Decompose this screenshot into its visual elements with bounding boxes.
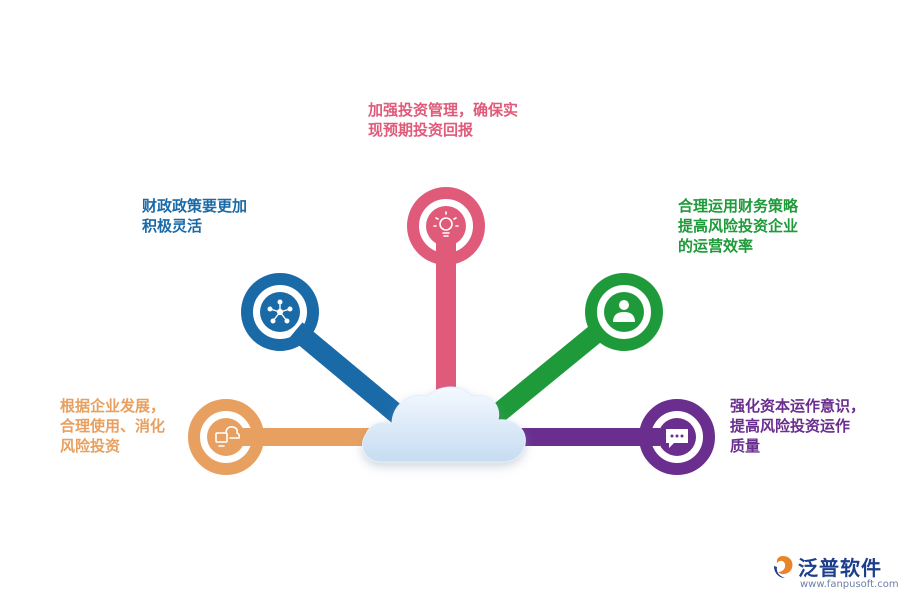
label-green-line-3: 的运营效率 bbox=[678, 237, 754, 255]
node-green bbox=[585, 273, 663, 351]
lightbulb-icon bbox=[433, 211, 459, 237]
label-blue: 财政政策要更加 积极灵活 bbox=[142, 196, 247, 236]
brand-url: www.fanpusoft.com bbox=[800, 579, 899, 590]
label-purple: 强化资本运作意识， 提高风险投资运作 质量 bbox=[730, 396, 865, 456]
node-purple bbox=[639, 399, 715, 475]
label-purple-line-2: 提高风险投资运作 bbox=[730, 417, 851, 435]
label-pink-line-2: 现预期投资回报 bbox=[368, 121, 474, 139]
brand-watermark: 泛普软件 www.fanpusoft.com bbox=[770, 552, 899, 596]
person-icon bbox=[613, 300, 635, 322]
label-green-line-1: 合理运用财务策略 bbox=[678, 197, 799, 215]
cloud-icon bbox=[362, 386, 526, 463]
label-purple-line-1: 强化资本运作意识， bbox=[730, 397, 866, 415]
brand-name: 泛普软件 bbox=[798, 556, 882, 580]
chat-bubble-icon bbox=[666, 429, 688, 448]
label-blue-line-2: 积极灵活 bbox=[142, 217, 203, 235]
label-orange-line-2: 合理使用、消化 bbox=[60, 417, 166, 435]
connectors bbox=[238, 240, 660, 446]
node-orange bbox=[188, 399, 264, 475]
label-pink: 加强投资管理，确保实 现预期投资回报 bbox=[368, 100, 518, 140]
label-orange-line-3: 风险投资 bbox=[60, 437, 121, 455]
label-green-line-2: 提高风险投资企业 bbox=[678, 217, 799, 235]
network-icon bbox=[267, 299, 293, 324]
label-green: 合理运用财务策略 提高风险投资企业 的运营效率 bbox=[678, 196, 798, 256]
connector-green bbox=[483, 322, 607, 428]
connector-blue bbox=[289, 322, 411, 428]
fanpu-logo-icon bbox=[774, 556, 793, 578]
cloud-device-icon bbox=[215, 426, 241, 447]
label-orange: 根据企业发展， 合理使用、消化 风险投资 bbox=[60, 396, 165, 456]
node-pink bbox=[407, 187, 485, 265]
label-blue-line-1: 财政政策要更加 bbox=[142, 197, 248, 215]
label-orange-line-1: 根据企业发展， bbox=[60, 397, 166, 415]
label-purple-line-3: 质量 bbox=[730, 437, 761, 455]
label-pink-line-1: 加强投资管理，确保实 bbox=[368, 101, 519, 119]
node-blue bbox=[241, 273, 319, 351]
